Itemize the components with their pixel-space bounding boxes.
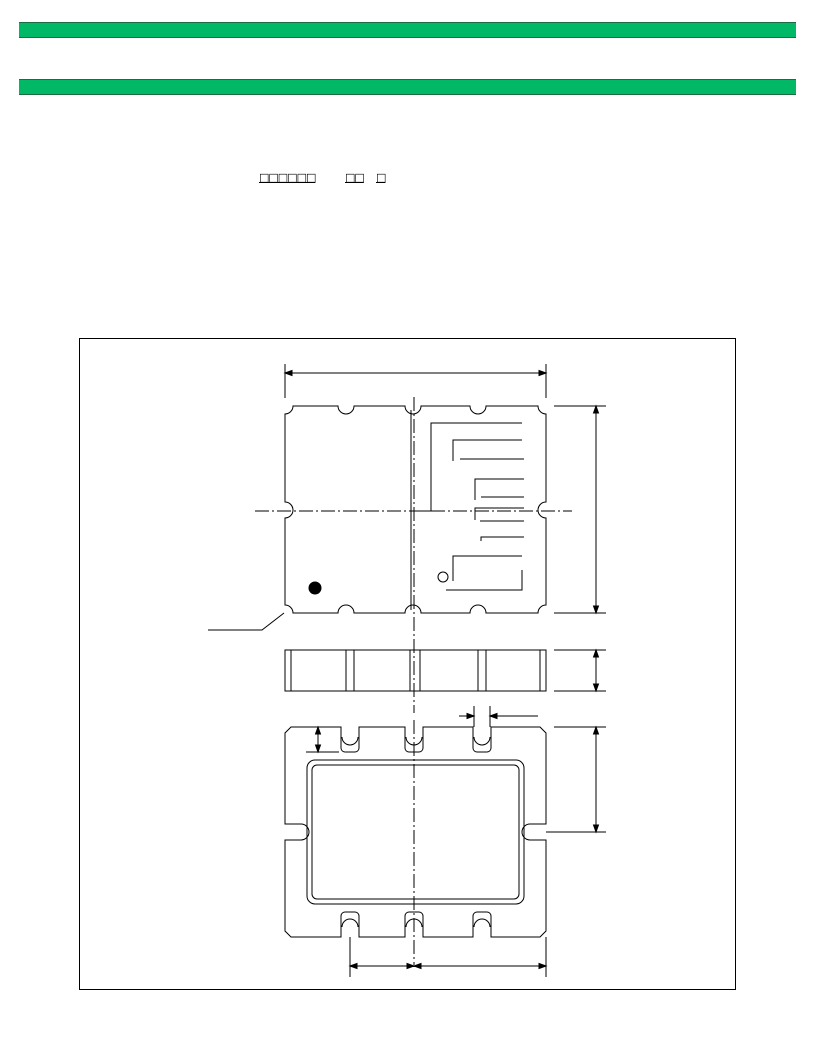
top-green-banner bbox=[19, 22, 796, 38]
top-width-dimension bbox=[283, 364, 548, 398]
bottom-view bbox=[284, 706, 606, 977]
part-number-glyphs-c: □ bbox=[376, 171, 386, 184]
pin1-filled-dot bbox=[308, 581, 322, 595]
top-view bbox=[208, 364, 606, 713]
part-number-glyphs-b: □□ bbox=[345, 171, 365, 184]
bottom-view-body-outline bbox=[284, 726, 547, 938]
ground-pad-outer bbox=[306, 759, 525, 905]
part-number-glyphs-a: □□□□□□ bbox=[259, 171, 316, 184]
bottom-view-height-dimension bbox=[546, 725, 606, 834]
section-green-banner bbox=[19, 79, 796, 95]
top-view-body-outline bbox=[284, 405, 547, 614]
package-drawing-frame bbox=[79, 338, 736, 990]
pad-width-dimension bbox=[459, 706, 538, 727]
ground-pad-inner bbox=[311, 764, 520, 900]
pad-pitch-dimension bbox=[348, 937, 548, 977]
orientation-open-dot bbox=[437, 571, 449, 583]
top-view-height-dimension bbox=[554, 404, 606, 615]
side-view bbox=[284, 648, 606, 693]
corner-leader-line bbox=[208, 612, 285, 631]
pad-depth-dimension bbox=[306, 725, 339, 754]
marking-lines bbox=[418, 422, 524, 591]
